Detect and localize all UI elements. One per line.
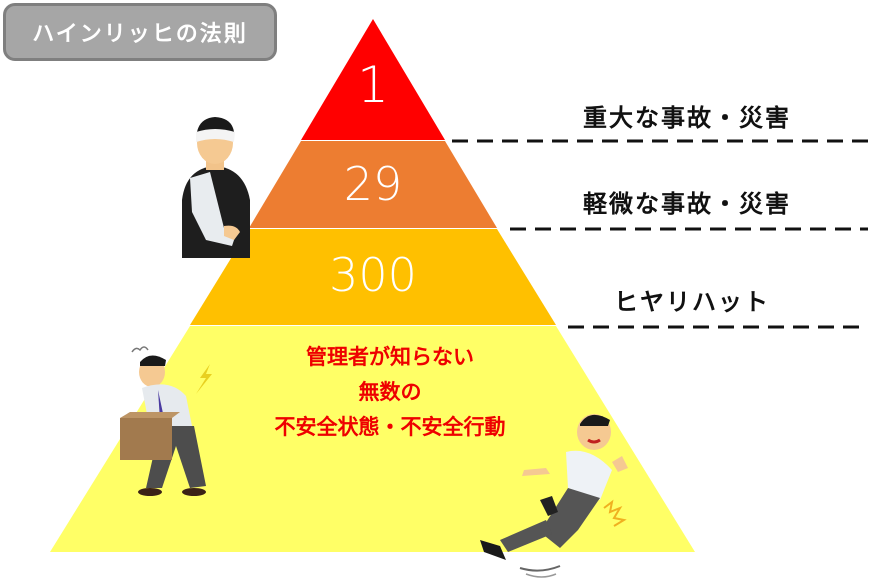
injured-person-illustration (182, 117, 250, 258)
tier-300-shape (190, 229, 556, 325)
title-text: ハインリッヒの法則 (32, 22, 248, 47)
base-tier-text: 管理者が知らない 無数の 不安全状態・不安全行動 (230, 340, 550, 445)
tier-29-value: 29 (343, 157, 403, 211)
base-line-2: 無数の (358, 380, 422, 404)
tier-1-value: 1 (357, 56, 389, 114)
slipping-person-illustration (480, 414, 628, 578)
tier-29-shape (249, 141, 497, 228)
tier-1-label: 重大な事故・災害 (583, 104, 791, 132)
tier-29-label: 軽微な事故・災害 (583, 190, 791, 218)
base-line-3: 不安全状態・不安全行動 (274, 415, 506, 439)
back-pain-person-illustration (120, 346, 212, 496)
tier-300-label: ヒヤリハット (614, 288, 770, 316)
title-badge: ハインリッヒの法則 (3, 3, 277, 61)
base-line-1: 管理者が知らない (306, 345, 474, 369)
tier-1-shape (301, 19, 445, 140)
tier-300-value: 300 (329, 248, 417, 302)
tier-base-shape (50, 326, 695, 552)
